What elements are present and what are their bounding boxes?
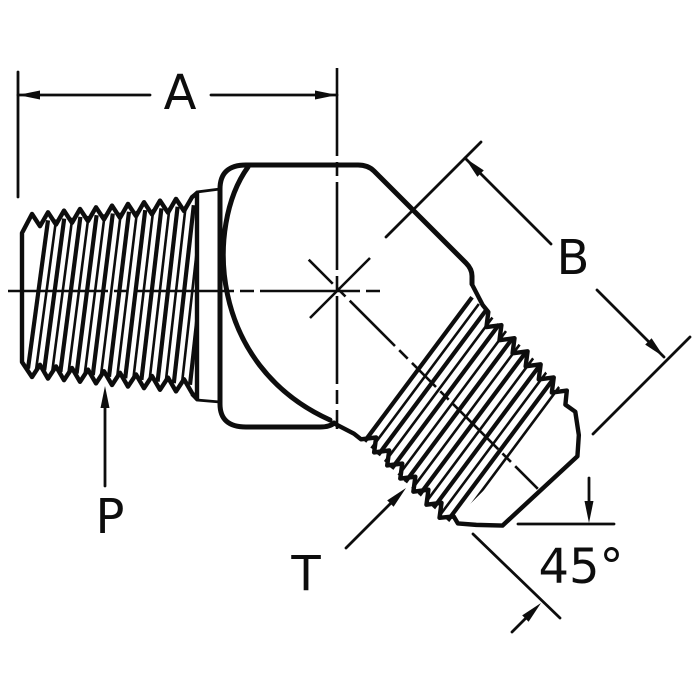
t-label: T <box>290 546 321 602</box>
npt-hatch-line <box>25 220 51 369</box>
npt-hatch-line <box>83 214 106 375</box>
branch-centerline <box>307 258 539 490</box>
npt-thread-left <box>19 190 200 402</box>
npt-hatch-line <box>58 216 83 373</box>
callout-p: P <box>96 386 125 545</box>
npt-hatch-line <box>90 213 115 376</box>
body-blend-arc <box>220 164 333 423</box>
center-mark-diagonal <box>309 257 371 319</box>
body-bottom-outline <box>217 401 337 430</box>
dim-b-extension-top <box>384 140 483 239</box>
dim-a-arrow-left <box>18 90 40 100</box>
angle-diagonal-line <box>471 532 562 620</box>
t-leader-line <box>344 500 394 550</box>
angle-diagonal-arrowhead <box>522 603 541 622</box>
flare-branch <box>307 258 582 531</box>
angle-label: 45° <box>538 539 623 595</box>
p-label: P <box>96 489 125 545</box>
body-block-outline <box>217 162 475 407</box>
npt-hatch-line <box>115 210 139 378</box>
t-leader-arrow <box>387 488 406 507</box>
npt-hatch-line <box>155 206 180 382</box>
dim-a-arrow-right <box>315 90 337 100</box>
npt-hatch-line <box>164 205 187 383</box>
dim-a-label: A <box>164 65 197 121</box>
angle-callout: 45° <box>471 476 624 634</box>
branch-thread-outline <box>331 282 582 528</box>
npt-thread-outline <box>19 190 200 402</box>
branch-hatch-line <box>383 316 494 463</box>
dim-b-label: B <box>557 230 590 286</box>
dim-b-arrow-top <box>465 158 484 177</box>
npt-thread-hatch-lines <box>25 204 199 386</box>
fitting-body <box>190 162 475 430</box>
npt-hatch-line <box>123 209 148 379</box>
npt-hatch-line <box>148 207 171 381</box>
npt-hatch-line <box>42 218 67 371</box>
npt-hatch-line <box>51 217 74 372</box>
angle-diagonal-arrow-shaft <box>510 614 530 634</box>
dimension-b: B <box>384 140 692 436</box>
npt-hatch-line <box>180 205 199 385</box>
npt-hatch-line <box>99 212 123 377</box>
npt-hatch-line <box>74 214 99 374</box>
npt-hatch-line <box>171 204 196 384</box>
dim-b-extension-bottom <box>591 335 692 436</box>
npt-hatch-line <box>187 204 199 386</box>
npt-hatch-line <box>106 211 132 377</box>
npt-hatch-line <box>34 219 58 370</box>
npt-hatch-line <box>67 215 90 373</box>
angle-vertical-arrowhead <box>584 501 594 523</box>
npt-hatch-line <box>132 209 155 380</box>
callout-t: T <box>290 488 406 602</box>
p-leader-arrow <box>100 386 110 408</box>
npt-hatch-line <box>139 208 164 381</box>
branch-hatch-line <box>397 330 508 477</box>
dim-b-arrow-bottom <box>645 338 664 357</box>
branch-hatch-line <box>444 377 556 525</box>
dimension-a: A <box>16 65 339 199</box>
